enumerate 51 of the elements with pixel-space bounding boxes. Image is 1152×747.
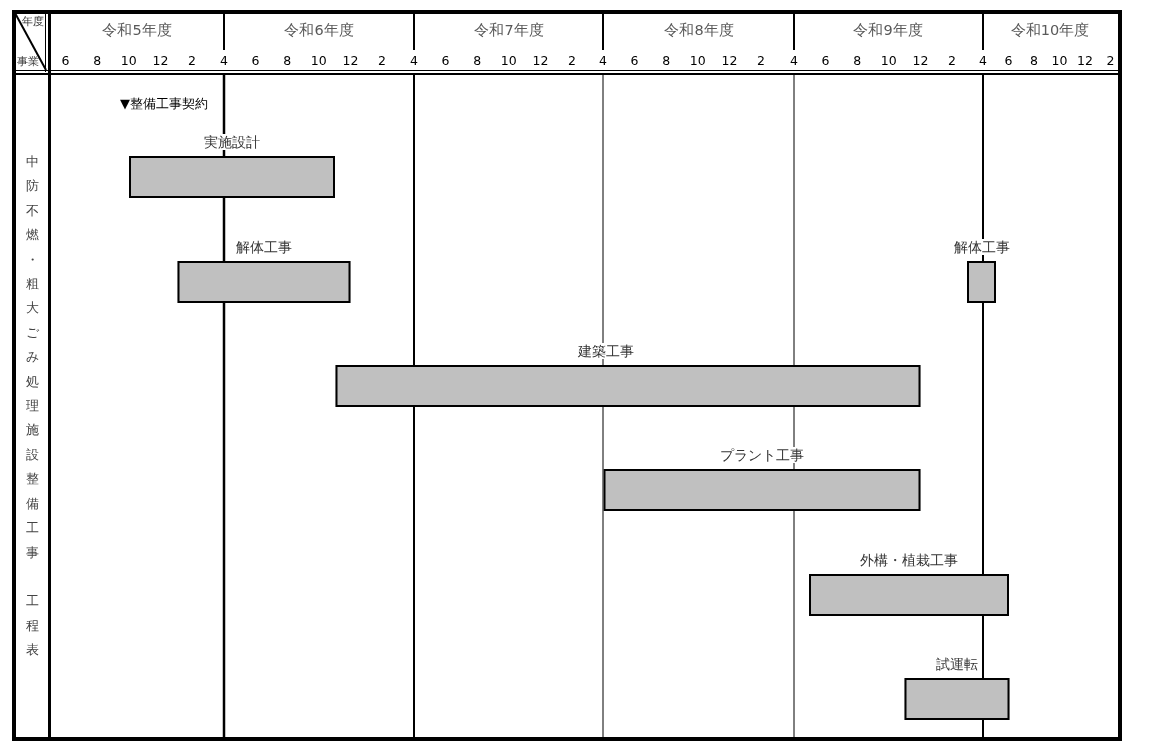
task-label: 外構・植栽工事 [858,552,960,568]
month-label: 4 [410,54,418,68]
month-label: 10 [120,54,137,68]
task-label: 解体工事 [951,239,1012,255]
chart-title: 中防不燃・粗大ごみ処理施設整備工事工程表 [24,153,40,660]
month-label: 2 [188,54,196,68]
month-label: 10 [500,54,517,68]
month-label: 10 [880,54,897,68]
month-label: 6 [251,54,260,68]
fiscal-year-header: 令和9年度 [853,22,923,38]
fiscal-year-header: 令和7年度 [474,22,544,38]
month-label: 2 [1106,54,1115,68]
month-label: 8 [1030,54,1038,68]
fiscal-year-header: 令和6年度 [284,22,354,38]
fiscal-year-header: 令和5年度 [102,22,172,38]
month-label: 4 [599,54,607,68]
month-label: 8 [853,54,862,68]
month-label: 12 [1077,54,1093,68]
month-label: 8 [662,54,671,68]
header-label: 年度 [22,15,44,27]
month-label: 8 [283,54,292,68]
month-label: 4 [979,54,987,68]
month-label: 8 [473,54,482,68]
month-label: 12 [532,54,549,68]
task-label: 試運転 [933,656,980,672]
fiscal-year-header: 令和10年度 [1010,22,1090,38]
month-label: 6 [821,54,830,68]
month-label: 10 [1051,54,1068,68]
month-label: 10 [689,54,706,68]
month-label: 4 [790,54,798,68]
task-label: 建築工事 [575,343,636,359]
task-label: 実施設計 [202,134,262,150]
milestone-label: ▼整備工事契約 [120,96,208,110]
month-label: 6 [1004,54,1013,68]
fiscal-year-header: 令和8年度 [664,22,734,38]
month-label: 6 [441,54,450,68]
task-label: 解体工事 [233,239,294,255]
month-label: 6 [630,54,639,68]
month-label: 10 [310,54,327,68]
month-label: 12 [912,54,929,68]
header-label: 事業 [17,55,39,67]
month-label: 2 [948,54,956,68]
month-label: 12 [342,54,359,68]
month-label: 6 [61,54,70,68]
month-label: 2 [378,54,386,68]
month-label: 2 [757,54,765,68]
month-label: 12 [721,54,738,68]
month-label: 8 [93,54,102,68]
month-label: 12 [152,54,169,68]
month-label: 2 [568,54,576,68]
month-label: 4 [220,54,228,68]
